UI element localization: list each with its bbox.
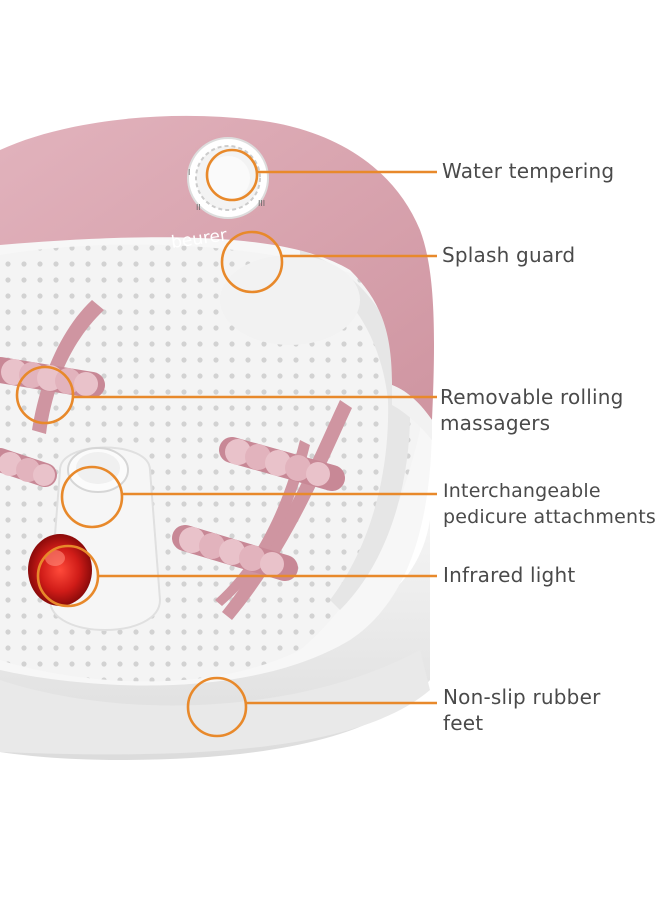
label-rolling-massagers-line2: massagers — [440, 411, 551, 435]
callout-marker-rolling-massagers — [15, 365, 75, 425]
svg-text:I: I — [188, 168, 190, 177]
label-rubber-feet: Non-slip rubber feet — [443, 684, 601, 736]
callout-marker-pedicure-attachments — [60, 465, 124, 529]
label-infrared-light: Infrared light — [443, 562, 575, 588]
splash-guard — [0, 115, 435, 420]
left-rail — [32, 300, 104, 434]
svg-text:III: III — [258, 199, 265, 208]
roller-mid-right — [219, 437, 345, 491]
callout-marker-rubber-feet — [186, 676, 248, 738]
label-rubber-feet-line2: feet — [443, 711, 484, 735]
label-water-tempering: Water tempering — [442, 158, 614, 184]
label-splash-guard: Splash guard — [442, 242, 575, 268]
label-rolling-massagers-line1: Removable rolling — [440, 385, 624, 409]
splash-guard-edge — [392, 385, 432, 440]
basin-wall — [300, 250, 411, 610]
callout-marker-water-tempering — [205, 148, 259, 202]
callout-markers — [15, 148, 437, 738]
label-splash-guard-text: Splash guard — [442, 243, 576, 267]
label-infrared-light-text: Infrared light — [443, 563, 576, 587]
roller-bottom-right — [172, 525, 298, 581]
label-water-tempering-text: Water tempering — [442, 159, 615, 183]
label-pedicure-attachments-line1: Interchangeable — [443, 480, 601, 502]
label-rolling-massagers: Removable rolling massagers — [440, 384, 624, 436]
label-pedicure-attachments-line2: pedicure attachments — [443, 506, 656, 528]
callout-marker-splash-guard — [220, 230, 284, 294]
label-pedicure-attachments: Interchangeable pedicure attachments — [443, 478, 656, 530]
basin-dome — [220, 255, 360, 345]
right-rail — [222, 400, 352, 620]
label-rubber-feet-line1: Non-slip rubber — [443, 685, 601, 709]
svg-text:II: II — [196, 203, 201, 212]
infrared-light — [28, 534, 92, 606]
roller-mid-left — [0, 448, 57, 487]
roller-top-left — [0, 357, 105, 398]
spa-base-rim — [0, 650, 430, 755]
